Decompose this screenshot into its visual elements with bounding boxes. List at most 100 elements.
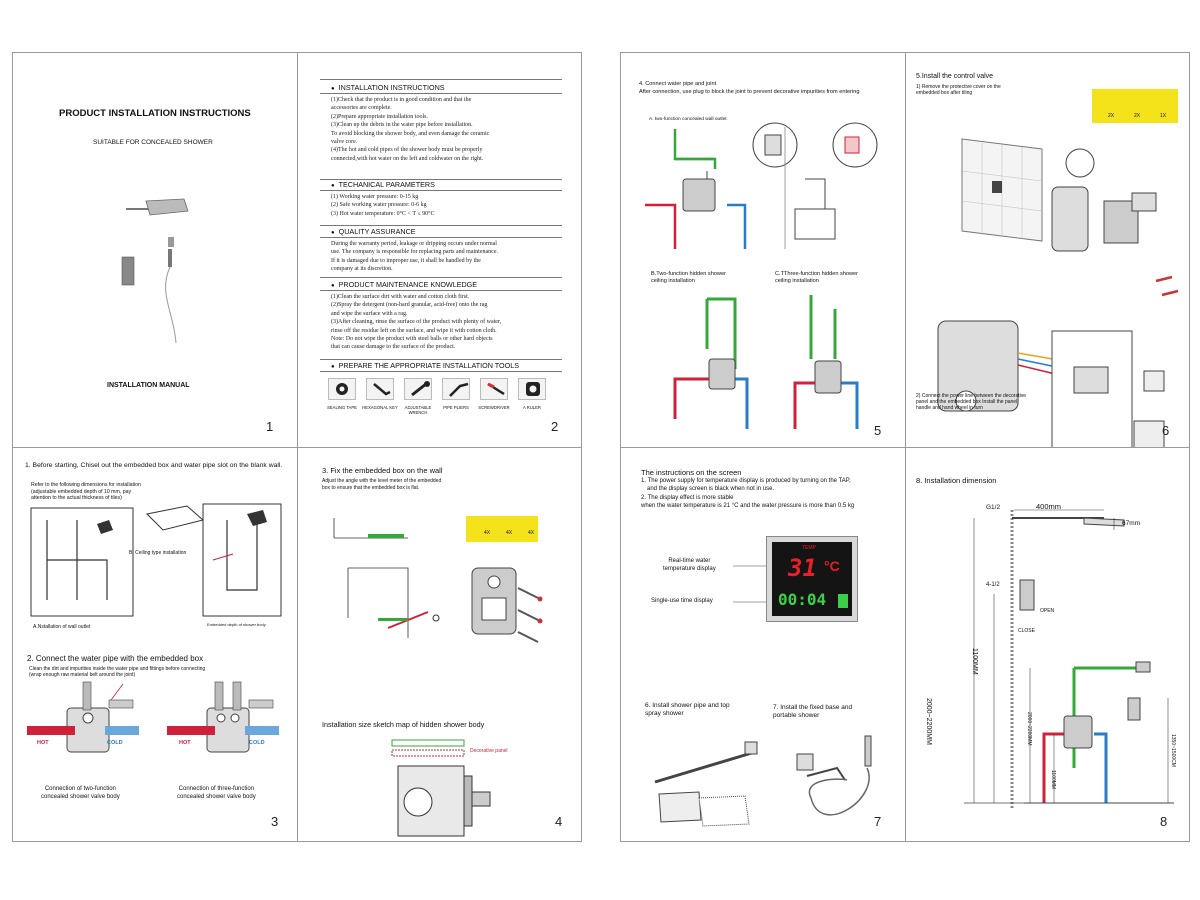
tool-label: SCREWDRIVER <box>478 405 510 410</box>
valve-offset-label: 4-1/2 <box>986 582 1000 588</box>
maintenance-text: (1)Clean the surface dirt with water and… <box>331 294 502 351</box>
qty-label: 2X <box>1108 113 1115 119</box>
tool-label: SEALING TAPE <box>327 405 357 410</box>
maintenance-heading: PRODUCT MAINTENANCE KNOWLEDGE <box>331 280 477 289</box>
page-5: 4. Connect water pipe and joint After co… <box>621 53 905 447</box>
page-7: The instructions on the screen 1. The po… <box>621 448 905 843</box>
step-4-text: After connection, use plug to block the … <box>639 89 860 95</box>
decorative-panel-label: Decorative panel <box>470 748 508 754</box>
temp-label: TEMP <box>802 545 816 551</box>
hand-shower-height-label: 1350~1500CM <box>1170 734 1176 767</box>
step-2-heading: 2. Connect the water pipe with the embed… <box>27 654 204 663</box>
installation-dimension-diagram <box>964 509 1174 808</box>
temperature-unit: °C <box>824 558 840 574</box>
page-number: 1 <box>266 419 274 434</box>
callout-lines <box>733 565 771 603</box>
single-use-label: Single-use time display <box>651 598 713 604</box>
qty-label: 1X <box>1160 113 1167 119</box>
page-8: 8. Installation dimension G1/2 400mm 6 <box>906 448 1191 843</box>
arm-length-label: 400mm <box>1036 502 1062 511</box>
screen-instructions-text: 1. The power supply for temperature disp… <box>641 478 855 510</box>
tools-heading: PREPARE THE APPROPRIATE INSTALLATION TOO… <box>331 361 519 370</box>
page-number: 5 <box>874 423 882 438</box>
step-1-heading: 1. Before starting, Chisel out the embed… <box>25 462 283 469</box>
close-label: CLOSE <box>1018 628 1035 634</box>
install-instructions-heading: INSTALLATION INSTRUCTIONS <box>331 83 445 92</box>
ceiling-label: B. Ceiling type installation <box>129 550 187 556</box>
shower-arm-diagram <box>654 741 758 827</box>
level-fix-diagram <box>333 518 440 638</box>
step-4-heading: 4. Connect water pipe and joint <box>639 81 717 87</box>
tool-label: A RULER <box>523 405 541 410</box>
step-3-text: Adjust the angle with the level meter of… <box>322 478 442 491</box>
tool-label: HEXAGONAL KEY <box>362 405 398 410</box>
sketch-heading: Installation size sketch map of hidden s… <box>322 720 485 729</box>
display-screen: TEMP 31 °C 00:04 <box>766 536 858 622</box>
page-3: 1. Before starting, Chisel out the embed… <box>13 448 297 843</box>
tech-params-heading: TECHANICAL PARAMETERS <box>331 180 435 189</box>
page-number: 3 <box>271 814 279 829</box>
screen-instructions-heading: The instructions on the screen <box>641 468 742 477</box>
diagram-a-label: A. two-function concealed wall outlet <box>649 117 727 122</box>
step-5b-text: 2) Connect the power line between the de… <box>916 393 1027 411</box>
page-6: 5.Install the control valve 1) Remove th… <box>906 53 1191 447</box>
parts-quantity-panel <box>1092 89 1178 123</box>
open-label: OPEN <box>1040 608 1055 614</box>
hot-label: HOT <box>37 740 49 746</box>
page-number: 4 <box>555 814 563 829</box>
page-1: PRODUCT INSTALLATION INSTRUCTIONS SUITAB… <box>13 53 297 447</box>
hot-label: HOT <box>179 740 191 746</box>
cold-label: COLD <box>249 740 265 746</box>
pipe-connection-diagram <box>27 681 279 753</box>
ceiling-pipe-diagrams <box>673 295 859 429</box>
total-height-label: 2000~2200MM <box>925 698 932 745</box>
ceiling-height-label: 2000~2200MM <box>1026 712 1032 746</box>
flow-bar-icon <box>838 594 848 608</box>
quality-text: During the warranty period, leakage or d… <box>331 241 499 273</box>
depth-label: Embedded depth of shower body <box>207 622 266 627</box>
install-dimension-heading: 8. Installation dimension <box>916 476 997 485</box>
page-title: PRODUCT INSTALLATION INSTRUCTIONS <box>59 108 251 119</box>
screw-quantity-panel <box>466 516 538 542</box>
tech-params-text: (1) Working water pressure: 0-15 kg(2) S… <box>331 194 435 217</box>
step-3-heading: 3. Fix the embedded box on the wall <box>322 466 443 475</box>
right-sheet: 4. Connect water pipe and joint After co… <box>620 52 1190 842</box>
hidden-shower-sketch <box>391 739 491 837</box>
install-instructions-text: (1)Check that the product is in good con… <box>331 97 490 162</box>
step-5-heading: 5.Install the control valve <box>916 73 994 80</box>
control-valve-exploded <box>937 138 1179 447</box>
hand-shower-diagram <box>796 735 872 816</box>
page-number: 8 <box>1160 814 1168 829</box>
tool-label: PIPE PLIERS <box>443 405 469 410</box>
time-readout: 00:04 <box>778 590 827 609</box>
thread-label: G1/2 <box>986 504 1001 511</box>
temperature-readout: 31 <box>788 554 817 582</box>
quality-heading: QUALITY ASSURANCE <box>331 227 416 236</box>
head-height-label: 67mm <box>1122 520 1141 527</box>
manual-label: INSTALLATION MANUAL <box>107 382 190 389</box>
shower-set-illustration <box>121 198 189 344</box>
step-1-reference: Refer to the following dimensions for in… <box>31 482 141 502</box>
tool-glyphs <box>336 381 540 397</box>
embedded-box-screws <box>471 567 543 643</box>
page-number: 2 <box>551 419 559 434</box>
page-subtitle: SUITABLE FOR CONCEALED SHOWER <box>93 139 213 146</box>
qty-label: 2X <box>1134 113 1141 119</box>
wall-outlet-label: A.Nstallation of wall outlet <box>33 624 91 630</box>
step-2-text: Clean the dirt and impurities inside the… <box>29 666 206 678</box>
wall-outlet-pipe-diagram <box>645 122 878 249</box>
valve-height-label: 1100MM <box>971 648 978 675</box>
qty-label: 4X <box>484 530 491 536</box>
cold-label: COLD <box>107 740 123 746</box>
qty-label: 4X <box>506 530 513 536</box>
qty-label: 4X <box>528 530 535 536</box>
ceiling-valve-height-label: 1100MM <box>1050 770 1056 790</box>
